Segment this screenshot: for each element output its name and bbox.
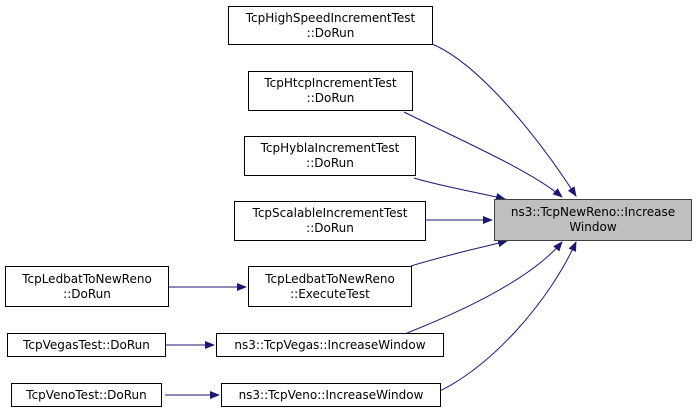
node-tcphtcpincrementtest-dorun[interactable]: TcpHtcpIncrementTest ::DoRun [248, 71, 413, 111]
node-label-line2: ::DoRun [306, 25, 355, 40]
node-tcpveno-increasewindow[interactable]: ns3::TcpVeno::IncreaseWindow [221, 383, 441, 407]
node-label-line1: TcpHtcpIncrementTest [264, 76, 397, 90]
node-label-line1: TcpVenoTest::DoRun [26, 387, 147, 402]
node-label-line1: TcpHyblaIncrementTest [260, 141, 400, 155]
node-tcpledbattonewreno-executetest[interactable]: TcpLedbatToNewReno ::ExecuteTest [248, 266, 412, 307]
node-tcpvegastest-dorun[interactable]: TcpVegasTest::DoRun [7, 333, 166, 357]
node-label-line2: ::ExecuteTest [290, 286, 370, 301]
node-label-line1: TcpVegasTest::DoRun [23, 337, 150, 352]
node-tcpscalableincrementtest-dorun[interactable]: TcpScalableIncrementTest ::DoRun [234, 201, 426, 241]
node-tcpledbattonewreno-dorun[interactable]: TcpLedbatToNewReno ::DoRun [5, 266, 169, 307]
node-label-line1: ns3::TcpVegas::IncreaseWindow [234, 337, 426, 352]
edge-highspeed-to-target [431, 43, 577, 197]
edge-vegas-inc-to-target [406, 241, 563, 334]
edge-hybla-to-target [413, 177, 506, 201]
edge-htcp-to-target [403, 111, 563, 198]
node-label-line1: ns3::TcpVeno::IncreaseWindow [238, 387, 424, 402]
node-label-line1: TcpScalableIncrementTest [252, 206, 408, 220]
node-tcpvegas-increasewindow[interactable]: ns3::TcpVegas::IncreaseWindow [216, 333, 444, 357]
node-tcphighspeedincrementtest-dorun[interactable]: TcpHighSpeedIncrementTest ::DoRun [228, 6, 433, 45]
node-tcphyblaincrementtest-dorun[interactable]: TcpHyblaIncrementTest ::DoRun [244, 136, 416, 176]
node-tcpnewreno-increasewindow[interactable]: ns3::TcpNewReno::Increase Window [494, 199, 692, 241]
node-label-line2: ::DoRun [63, 286, 111, 301]
node-tcpvenotest-dorun[interactable]: TcpVenoTest::DoRun [11, 383, 162, 407]
node-label-line1: TcpLedbatToNewReno [265, 271, 395, 286]
node-label-line1: ns3::TcpNewReno::Increase [510, 205, 676, 219]
node-label-line2: ::DoRun [306, 221, 354, 235]
edge-veno-inc-to-target [432, 241, 577, 395]
node-label-line2: ::DoRun [306, 91, 355, 105]
node-label-line1: TcpHighSpeedIncrementTest [245, 10, 416, 25]
node-label-line2: ::DoRun [306, 156, 354, 170]
node-label-line1: TcpLedbatToNewReno [22, 271, 152, 286]
node-label-line2: Window [569, 220, 617, 234]
edge-ledbat-exec-to-target [410, 239, 508, 267]
